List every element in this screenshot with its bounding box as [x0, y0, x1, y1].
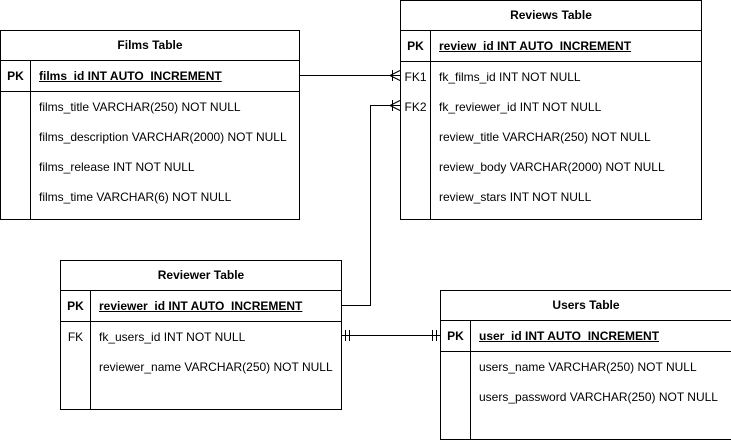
users-field: users_password VARCHAR(250) NOT NULL [479, 390, 718, 404]
films-reviews-relation [300, 70, 401, 81]
reviews-field: fk_reviewer_id INT NOT NULL [439, 100, 602, 114]
reviews-table-title: Reviews Table [401, 1, 701, 31]
reviewer-users-relation [342, 330, 440, 341]
reviews-field: fk_films_id INT NOT NULL [439, 70, 581, 84]
films-field: films_release INT NOT NULL [39, 160, 195, 174]
reviews-pk-row[interactable]: PK review_id INT AUTO_INCREMENT [401, 31, 701, 62]
reviewer-reviews-relation [342, 100, 401, 306]
reviews-field: review_stars INT NOT NULL [439, 190, 592, 204]
reviews-field: review_body VARCHAR(2000) NOT NULL [439, 160, 665, 174]
reviews-fk1-label: FK1 [404, 70, 427, 84]
users-field-row[interactable]: users_password VARCHAR(250) NOT NULL [441, 382, 731, 412]
reviews-fk2-label: FK2 [404, 100, 427, 114]
users-table[interactable]: Users Table PK user_id INT AUTO_INCREMEN… [440, 290, 731, 440]
films-field: films_time VARCHAR(6) NOT NULL [39, 190, 232, 204]
reviewer-field-row[interactable]: reviewer_name VARCHAR(250) NOT NULL [61, 352, 341, 382]
users-table-title: Users Table [441, 291, 731, 321]
films-pk-field: films_id INT AUTO_INCREMENT [39, 69, 222, 83]
films-field-row[interactable]: films_title VARCHAR(250) NOT NULL [1, 92, 299, 122]
reviews-pk-field: review_id INT AUTO_INCREMENT [439, 39, 632, 53]
reviewer-pk-label: PK [61, 291, 91, 321]
films-field-row[interactable]: films_time VARCHAR(6) NOT NULL [1, 182, 299, 212]
reviewer-table[interactable]: Reviewer Table PK reviewer_id INT AUTO_I… [60, 260, 342, 410]
users-field: users_name VARCHAR(250) NOT NULL [479, 360, 697, 374]
films-field: films_description VARCHAR(2000) NOT NULL [39, 130, 287, 144]
reviews-field-row[interactable]: review_title VARCHAR(250) NOT NULL [401, 122, 701, 152]
users-pk-field: user_id INT AUTO_INCREMENT [479, 329, 660, 343]
films-table[interactable]: Films Table PK films_id INT AUTO_INCREME… [0, 30, 300, 220]
films-pk-row[interactable]: PK films_id INT AUTO_INCREMENT [1, 61, 299, 92]
users-field-row[interactable]: users_name VARCHAR(250) NOT NULL [441, 352, 731, 382]
reviews-field-row[interactable]: review_stars INT NOT NULL [401, 182, 701, 212]
reviews-field-row[interactable]: FK1 fk_films_id INT NOT NULL [401, 62, 701, 92]
reviewer-field: reviewer_name VARCHAR(250) NOT NULL [99, 360, 333, 374]
reviews-field: review_title VARCHAR(250) NOT NULL [439, 130, 651, 144]
users-pk-label: PK [441, 321, 471, 351]
reviews-table[interactable]: Reviews Table PK review_id INT AUTO_INCR… [400, 0, 702, 220]
films-field-row[interactable]: films_release INT NOT NULL [1, 152, 299, 182]
reviews-pk-label: PK [401, 31, 431, 61]
reviewer-fk-label: FK [67, 330, 84, 344]
reviews-field-row[interactable]: FK2 fk_reviewer_id INT NOT NULL [401, 92, 701, 122]
reviewer-table-title: Reviewer Table [61, 261, 341, 291]
reviewer-pk-field: reviewer_id INT AUTO_INCREMENT [99, 299, 303, 313]
films-field: films_title VARCHAR(250) NOT NULL [39, 100, 241, 114]
reviewer-field: fk_users_id INT NOT NULL [99, 330, 246, 344]
users-pk-row[interactable]: PK user_id INT AUTO_INCREMENT [441, 321, 731, 352]
reviewer-field-row[interactable]: FK fk_users_id INT NOT NULL [61, 322, 341, 352]
films-table-title: Films Table [1, 31, 299, 61]
films-pk-label: PK [1, 61, 31, 91]
reviews-field-row[interactable]: review_body VARCHAR(2000) NOT NULL [401, 152, 701, 182]
reviewer-pk-row[interactable]: PK reviewer_id INT AUTO_INCREMENT [61, 291, 341, 322]
films-field-row[interactable]: films_description VARCHAR(2000) NOT NULL [1, 122, 299, 152]
